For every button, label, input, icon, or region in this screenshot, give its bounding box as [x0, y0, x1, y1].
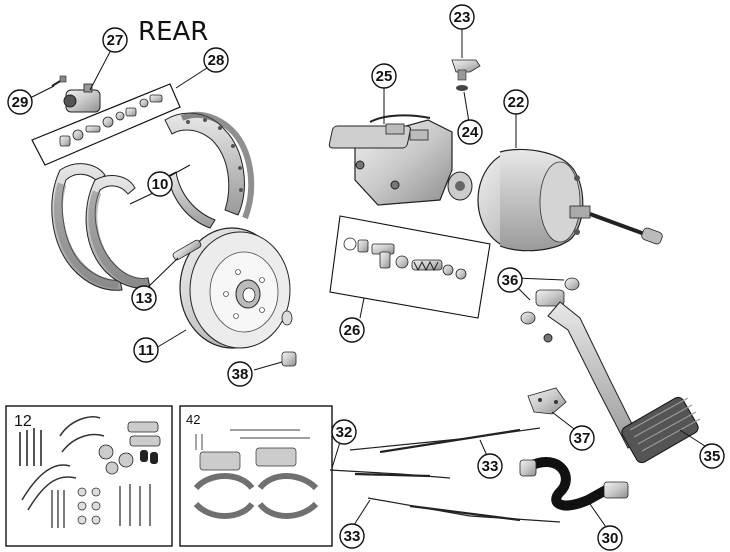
callout-28: 28 [203, 47, 229, 73]
brake-drum [179, 227, 293, 349]
callout-13: 13 [131, 285, 157, 311]
callout-38: 38 [227, 361, 253, 387]
svg-text:33: 33 [344, 528, 361, 545]
svg-text:33: 33 [482, 458, 499, 475]
parking-brake-cables [329, 427, 561, 523]
brake-shoes-set [51, 111, 255, 291]
svg-text:36: 36 [502, 272, 519, 289]
callout-36: 36 [497, 267, 523, 293]
svg-text:10: 10 [152, 176, 169, 193]
callout-24: 24 [457, 119, 483, 145]
callout-30: 30 [597, 525, 623, 551]
svg-text:28: 28 [208, 52, 225, 69]
adjuster-pin [172, 239, 202, 261]
kit-12-label: 12 [14, 413, 32, 430]
callout-29: 29 [7, 89, 33, 115]
callout-22: 22 [503, 89, 529, 115]
wheel-cylinder-group [31, 75, 181, 166]
hardware-kit-12: 12 [5, 405, 173, 547]
brake-booster [477, 148, 663, 252]
callout-33-upper: 33 [477, 453, 503, 479]
brake-hose [519, 457, 629, 511]
callout-33-lower: 33 [339, 523, 365, 549]
svg-text:26: 26 [344, 322, 361, 339]
wheel-cylinder [63, 83, 101, 113]
svg-text:30: 30 [602, 530, 619, 547]
svg-text:22: 22 [508, 94, 525, 111]
cable-bracket [527, 387, 567, 415]
svg-text:29: 29 [12, 94, 29, 111]
check-valve [451, 59, 481, 91]
svg-text:25: 25 [376, 68, 393, 85]
callout-32: 32 [331, 419, 357, 445]
svg-text:38: 38 [232, 366, 249, 383]
master-cylinder [328, 114, 473, 206]
svg-text:24: 24 [462, 124, 479, 141]
callout-35: 35 [699, 443, 725, 469]
kit-42-label: 42 [186, 412, 200, 427]
bleeder-screw [51, 75, 67, 87]
callout-26: 26 [339, 317, 365, 343]
svg-text:11: 11 [138, 342, 154, 359]
svg-text:37: 37 [574, 430, 591, 447]
callout-25: 25 [371, 63, 397, 89]
callout-37: 37 [569, 425, 595, 451]
svg-text:13: 13 [136, 290, 153, 307]
master-cylinder-kit [329, 215, 491, 319]
callout-23: 23 [449, 4, 475, 30]
callout-11: 11 [133, 337, 159, 363]
svg-text:23: 23 [454, 9, 471, 26]
brake-pedal [520, 277, 701, 464]
svg-text:35: 35 [704, 448, 721, 465]
hardware-kit-42: 42 [179, 405, 333, 547]
callout-10: 10 [147, 171, 173, 197]
leader-lines [29, 28, 709, 531]
section-title: REAR [138, 17, 208, 47]
svg-text:32: 32 [336, 424, 353, 441]
svg-text:27: 27 [107, 32, 124, 49]
drum-plug [281, 351, 297, 367]
callout-27: 27 [102, 27, 128, 53]
